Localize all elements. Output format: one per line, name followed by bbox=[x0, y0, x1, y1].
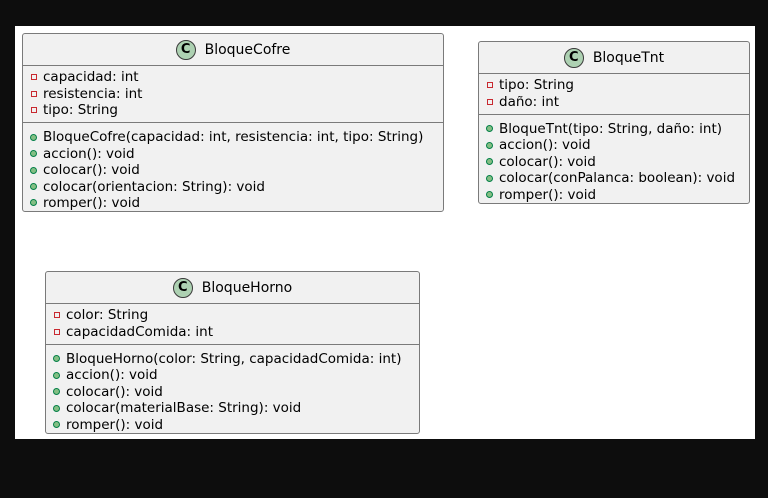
class-c-icon: C bbox=[172, 277, 193, 298]
method-text: romper(): void bbox=[43, 194, 141, 211]
attribute-row: color: String bbox=[52, 307, 419, 323]
attribute-text: tipo: String bbox=[43, 101, 119, 118]
public-visibility-icon bbox=[30, 150, 37, 158]
attribute-text: resistencia: int bbox=[43, 85, 143, 102]
public-visibility-icon bbox=[53, 404, 60, 412]
method-row: accion(): void bbox=[485, 137, 749, 153]
public-visibility-icon bbox=[53, 371, 60, 379]
method-text: romper(): void bbox=[66, 416, 164, 433]
private-visibility-icon bbox=[31, 90, 37, 97]
attribute-row: resistencia: int bbox=[29, 85, 443, 102]
method-text: colocar(): void bbox=[499, 153, 596, 170]
diagram-canvas: C BloqueCofre capacidad: int resistencia… bbox=[15, 26, 755, 439]
public-visibility-icon bbox=[486, 158, 493, 166]
methods-section: BloqueHorno(color: String, capacidadComi… bbox=[46, 345, 419, 436]
public-visibility-icon bbox=[486, 174, 493, 182]
public-visibility-icon bbox=[486, 125, 493, 133]
public-visibility-icon bbox=[30, 133, 37, 141]
method-text: BloqueTnt(tipo: String, daño: int) bbox=[499, 120, 723, 137]
class-name: BloqueCofre bbox=[204, 41, 291, 58]
method-row: colocar(materialBase: String): void bbox=[52, 400, 419, 416]
method-row: romper(): void bbox=[52, 416, 419, 433]
method-row: colocar(): void bbox=[29, 162, 443, 178]
public-visibility-icon bbox=[486, 141, 493, 149]
public-visibility-icon bbox=[53, 388, 60, 396]
class-c-icon: C bbox=[175, 39, 196, 60]
public-visibility-icon bbox=[486, 191, 493, 199]
class-header: C BloqueTnt bbox=[479, 42, 749, 74]
attributes-section: color: String capacidadComida: int bbox=[46, 304, 419, 345]
method-row: BloqueTnt(tipo: String, daño: int) bbox=[485, 121, 749, 137]
attributes-section: tipo: String daño: int bbox=[479, 74, 749, 115]
class-bloquecofre: C BloqueCofre capacidad: int resistencia… bbox=[22, 33, 444, 212]
attribute-text: capacidad: int bbox=[43, 69, 139, 86]
method-text: BloqueHorno(color: String, capacidadComi… bbox=[66, 350, 402, 367]
attribute-text: tipo: String bbox=[499, 77, 575, 94]
method-row: accion(): void bbox=[29, 146, 443, 162]
method-row: colocar(orientacion: String): void bbox=[29, 178, 443, 195]
attribute-row: tipo: String bbox=[29, 102, 443, 118]
method-text: romper(): void bbox=[499, 186, 597, 203]
class-name: BloqueTnt bbox=[592, 49, 665, 66]
attribute-row: capacidad: int bbox=[29, 69, 443, 85]
class-header: C BloqueCofre bbox=[23, 34, 443, 66]
public-visibility-icon bbox=[30, 166, 37, 174]
method-row: colocar(conPalanca: boolean): void bbox=[485, 170, 749, 186]
attribute-text: daño: int bbox=[499, 93, 560, 110]
attribute-text: capacidadComida: int bbox=[66, 323, 213, 340]
class-bloquehorno: C BloqueHorno color: String capacidadCom… bbox=[45, 271, 420, 434]
method-text: colocar(orientacion: String): void bbox=[43, 178, 265, 195]
private-visibility-icon bbox=[31, 106, 37, 113]
method-row: accion(): void bbox=[52, 367, 419, 383]
public-visibility-icon bbox=[30, 183, 37, 191]
private-visibility-icon bbox=[54, 312, 60, 319]
methods-section: BloqueCofre(capacidad: int, resistencia:… bbox=[23, 123, 443, 214]
public-visibility-icon bbox=[30, 199, 37, 207]
attribute-row: tipo: String bbox=[485, 77, 749, 93]
class-c-icon: C bbox=[563, 47, 584, 68]
method-row: colocar(): void bbox=[52, 384, 419, 400]
method-row: romper(): void bbox=[29, 195, 443, 211]
public-visibility-icon bbox=[53, 355, 60, 363]
methods-section: BloqueTnt(tipo: String, daño: int) accio… bbox=[479, 115, 749, 206]
method-text: accion(): void bbox=[66, 367, 158, 384]
attribute-row: daño: int bbox=[485, 93, 749, 110]
method-text: colocar(): void bbox=[66, 383, 163, 400]
private-visibility-icon bbox=[31, 74, 37, 81]
class-name: BloqueHorno bbox=[201, 279, 293, 296]
method-text: accion(): void bbox=[499, 137, 591, 154]
method-text: BloqueCofre(capacidad: int, resistencia:… bbox=[43, 129, 424, 146]
class-header: C BloqueHorno bbox=[46, 272, 419, 304]
attributes-section: capacidad: int resistencia: int tipo: St… bbox=[23, 66, 443, 124]
method-row: romper(): void bbox=[485, 186, 749, 203]
class-bloquetnt: C BloqueTnt tipo: String daño: int Bloqu… bbox=[478, 41, 750, 204]
public-visibility-icon bbox=[53, 421, 60, 429]
method-row: BloqueHorno(color: String, capacidadComi… bbox=[52, 351, 419, 367]
private-visibility-icon bbox=[487, 82, 493, 89]
private-visibility-icon bbox=[487, 98, 493, 105]
attribute-row: capacidadComida: int bbox=[52, 323, 419, 340]
method-text: accion(): void bbox=[43, 145, 135, 162]
method-text: colocar(materialBase: String): void bbox=[66, 400, 302, 417]
method-row: colocar(): void bbox=[485, 154, 749, 170]
method-text: colocar(conPalanca: boolean): void bbox=[499, 170, 736, 187]
method-row: BloqueCofre(capacidad: int, resistencia:… bbox=[29, 129, 443, 145]
attribute-text: color: String bbox=[66, 307, 149, 324]
method-text: colocar(): void bbox=[43, 162, 140, 179]
private-visibility-icon bbox=[54, 328, 60, 335]
